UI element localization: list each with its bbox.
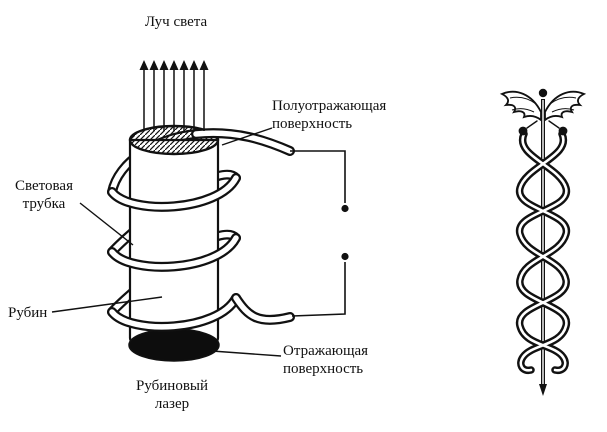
label-semi-reflecting-line1: Полуотражающая [272, 98, 386, 114]
reflecting-surface [128, 328, 220, 362]
label-light-beam: Луч света [145, 14, 208, 30]
label-reflecting-line2: поверхность [283, 361, 363, 377]
caption-line2: лазер [155, 396, 189, 412]
leader-lines [51, 127, 282, 357]
label-light-tube-line2: трубка [23, 196, 66, 212]
caduceus-illustration [499, 88, 587, 396]
caduceus-wings-icon [499, 90, 587, 122]
electrical-leads [290, 150, 349, 317]
label-semi-reflecting-line2: поверхность [272, 116, 352, 132]
light-beam-arrows [139, 60, 209, 131]
caduceus-staff-icon [538, 88, 548, 396]
flash-lamp-coil [107, 128, 295, 332]
label-ruby: Рубин [8, 305, 47, 321]
label-reflecting-line1: Отражающая [283, 343, 368, 359]
caption-line1: Рубиновый [136, 378, 208, 394]
caduceus-snakes-icon [516, 120, 570, 375]
label-light-tube-line1: Световая [15, 178, 73, 194]
